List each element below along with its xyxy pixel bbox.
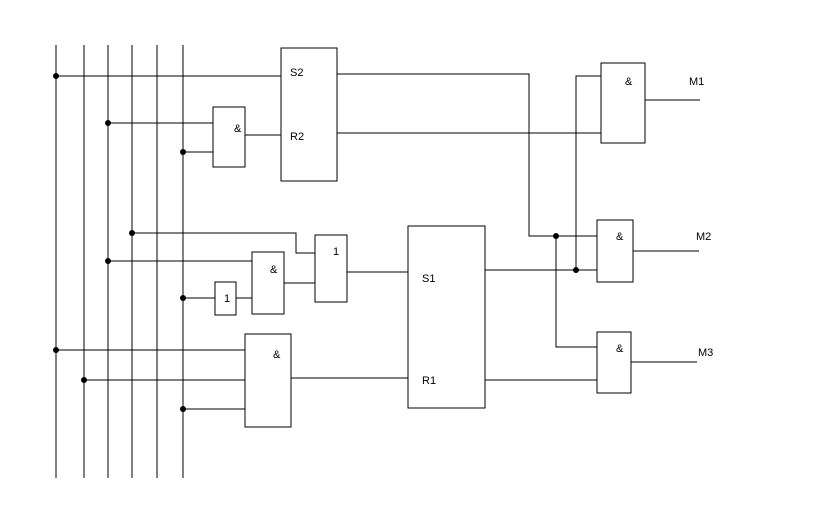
and-gate-m3-body bbox=[596, 331, 632, 394]
and-gate-s1-symbol: & bbox=[270, 264, 278, 276]
flipflop-1-body bbox=[407, 225, 486, 409]
and-gate-r2: & bbox=[212, 106, 246, 168]
output-label-m3: M3 bbox=[698, 347, 713, 359]
and-gate-r1-body bbox=[244, 333, 292, 428]
flipflop-2: S2 R2 bbox=[280, 47, 338, 182]
output-label-m2: M2 bbox=[696, 231, 711, 243]
flipflop-1: S1 R1 bbox=[407, 225, 486, 409]
and-gate-m2-body bbox=[596, 219, 634, 283]
and-gate-r1-symbol: & bbox=[273, 349, 281, 361]
and-gate-s1: & bbox=[251, 251, 285, 315]
flipflop-2-set-label: S2 bbox=[290, 67, 303, 79]
junction-dot bbox=[129, 230, 135, 236]
junction-dot bbox=[180, 295, 186, 301]
and-gate-m3-symbol: & bbox=[616, 343, 624, 355]
junction-dot bbox=[105, 120, 111, 126]
and-gate-m1-symbol: & bbox=[625, 76, 633, 88]
or-gate-s1: 1 bbox=[314, 234, 348, 303]
junction-dot bbox=[53, 347, 59, 353]
and-gate-r1: & bbox=[244, 333, 292, 428]
junction-dot bbox=[553, 233, 559, 239]
or-gate-s1-body bbox=[314, 234, 348, 303]
junction-dot bbox=[180, 406, 186, 412]
flipflop-2-reset-label: R2 bbox=[290, 131, 304, 143]
and-gate-s1-body bbox=[251, 251, 285, 315]
and-gate-r2-symbol: & bbox=[234, 123, 242, 135]
and-gate-r2-body bbox=[212, 106, 246, 168]
and-gate-m1-body bbox=[600, 62, 646, 144]
junction-dot bbox=[81, 377, 87, 383]
flipflop-1-reset-label: R1 bbox=[422, 375, 436, 387]
not-gate: 1 bbox=[214, 281, 237, 316]
junction-dot bbox=[105, 258, 111, 264]
not-gate-symbol: 1 bbox=[224, 293, 230, 305]
junction-dot bbox=[180, 149, 186, 155]
and-gate-m2: & bbox=[596, 219, 634, 283]
or-gate-s1-symbol: 1 bbox=[333, 246, 339, 258]
junction-dot bbox=[53, 73, 59, 79]
and-gate-m1: & bbox=[600, 62, 646, 144]
junction-dot bbox=[573, 267, 579, 273]
flipflop-1-set-label: S1 bbox=[422, 273, 435, 285]
not-gate-body bbox=[214, 281, 237, 316]
and-gate-m2-symbol: & bbox=[616, 231, 624, 243]
junction-dots bbox=[53, 73, 579, 412]
flipflop-2-body bbox=[280, 47, 338, 182]
and-gate-m3: & bbox=[596, 331, 632, 394]
output-label-m1: M1 bbox=[689, 76, 704, 88]
